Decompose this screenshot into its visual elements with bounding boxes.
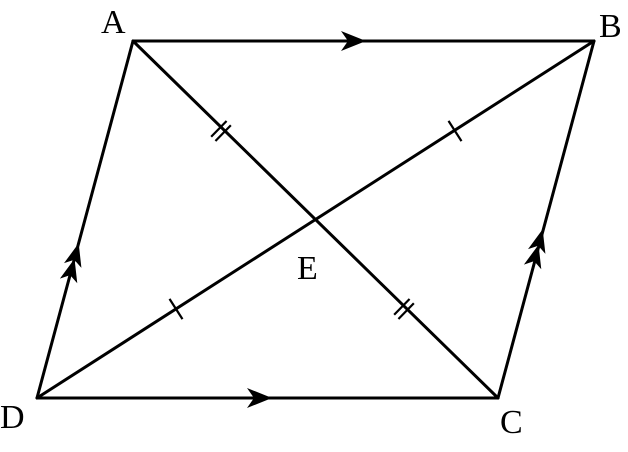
intersection-label-e: E: [297, 250, 318, 287]
double-tick-a-e: [210, 120, 232, 142]
parallel-arrow-a-b: [341, 31, 366, 51]
single-tick-e-b: [447, 120, 463, 142]
parallel-arrow-d-c: [247, 388, 272, 408]
side-c-b: [496, 39, 596, 400]
vertex-label-b: B: [599, 8, 622, 45]
parallel-arrows-d-a: [59, 243, 82, 284]
single-tick-d-e: [168, 298, 184, 320]
vertex-label-a: A: [101, 4, 126, 41]
double-tick-e-c: [393, 298, 415, 320]
diagonal-d-b: [35, 39, 596, 400]
parallel-arrows-c-b: [523, 229, 546, 270]
vertex-label-d: D: [0, 399, 25, 436]
side-d-a: [35, 39, 135, 400]
vertex-label-c: C: [500, 404, 523, 441]
